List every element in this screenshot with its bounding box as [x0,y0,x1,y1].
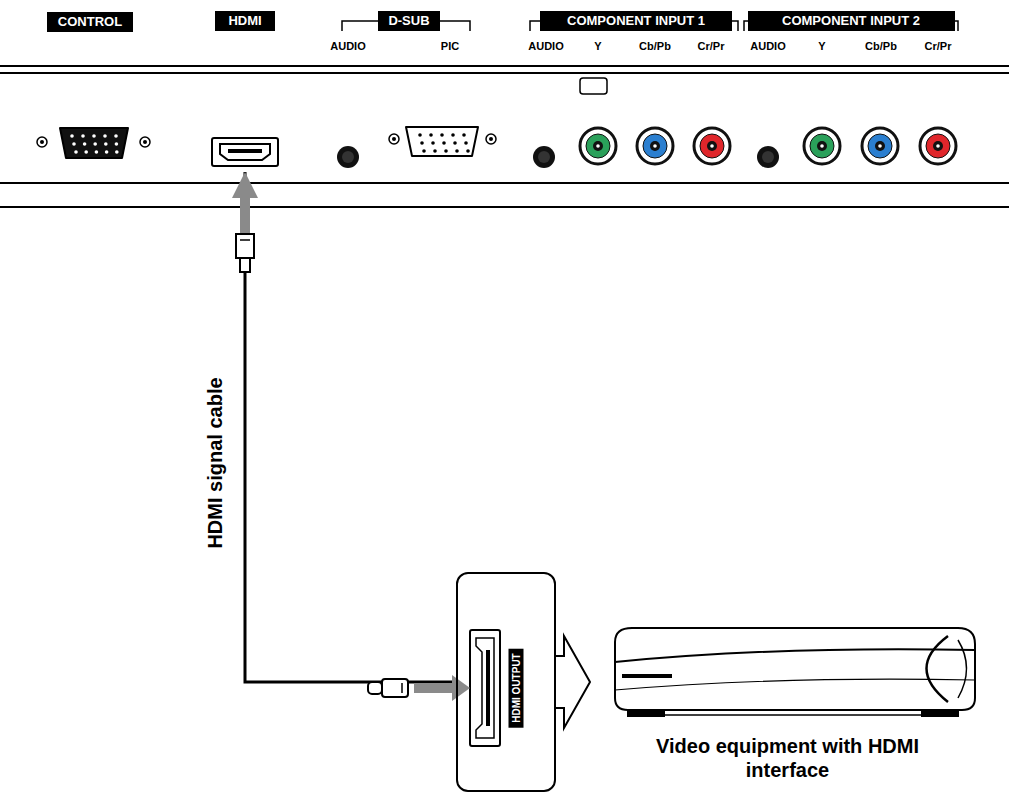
port-label: Cb/Pb [865,40,897,53]
video-equipment-illustration [615,628,975,716]
rca-jacks [580,128,956,164]
hdmi-output-port [470,630,500,746]
control-connector [37,128,150,158]
panel-heading: D-SUB [378,11,440,31]
hdmi-input: HDMI [205,12,285,172]
panel-heading: CONTROL [47,12,133,32]
panel-heading: HDMI [215,11,275,31]
panel-heading: COMPONENT INPUT 1 [540,11,732,31]
port-label: Cr/Pr [698,40,725,53]
port-label: PIC [441,40,459,53]
port-label: Y [594,40,601,53]
port-label: AUDIO [750,40,785,53]
port-label: Cb/Pb [639,40,671,53]
equipment-caption: Video equipment with HDMI interface [653,734,923,782]
port-label: AUDIO [528,40,563,53]
hdmi-output-panel: HDMI OUTPUT [456,572,556,792]
port-label: Y [818,40,825,53]
output-arrow [556,636,590,728]
port-label: AUDIO [330,40,365,53]
panel-edges [0,66,1009,207]
video-equipment: Video equipment with HDMI interface [590,622,985,786]
vga-connector [389,127,496,156]
cable-label: HDMI signal cable [203,375,227,550]
hdmi-cable [245,172,456,682]
panel-heading: COMPONENT INPUT 2 [748,11,955,31]
port-label: Cr/Pr [925,40,952,53]
hdmi-input-port [212,138,278,166]
port-tag: HDMI OUTPUT [509,648,524,727]
